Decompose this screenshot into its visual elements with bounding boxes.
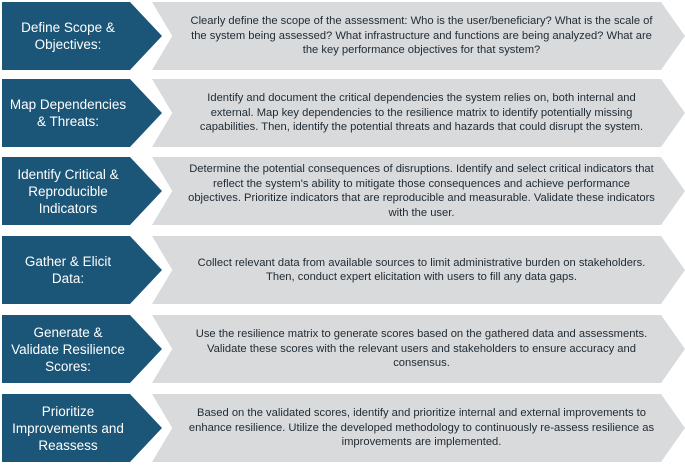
step-label: Map Dependencies & Threats: [9,97,127,129]
step-description-box: Identify and document the critical depen… [152,79,685,147]
step-description-box: Clearly define the scope of the assessme… [152,2,685,70]
process-step-4: Collect relevant data from available sou… [0,236,685,304]
process-step-2: Identify and document the critical depen… [0,79,685,147]
process-step-5: Use the resilience matrix to generate sc… [0,315,685,383]
step-chevron: Map Dependencies & Threats: [2,79,162,147]
step-chevron: Gather & Elicit Data: [2,236,162,304]
step-label: Gather & Elicit Data: [24,254,112,286]
step-description: Identify and document the critical depen… [199,92,644,134]
step-description-box: Use the resilience matrix to generate sc… [152,315,685,383]
step-description-box: Collect relevant data from available sou… [152,236,685,304]
step-description: Clearly define the scope of the assessme… [190,15,653,57]
step-description: Collect relevant data from available sou… [197,256,646,284]
step-label: Generate & Validate Resilience Scores: [11,324,125,374]
process-step-1: Clearly define the scope of the assessme… [0,2,685,70]
step-description: Determine the potential consequences of … [188,163,655,219]
step-label: Define Scope & Objectives: [21,20,115,52]
step-chevron: Generate & Validate Resilience Scores: [2,315,162,383]
process-step-3: Determine the potential consequences of … [0,157,685,225]
step-chevron: Identify Critical & Reproducible Indicat… [2,157,162,225]
step-chevron: Prioritize Improvements and Reassess [2,394,162,462]
process-step-6: Based on the validated scores, identify … [0,394,685,462]
step-label: Prioritize Improvements and Reassess [12,403,124,453]
step-chevron: Define Scope & Objectives: [2,2,162,70]
step-label: Identify Critical & Reproducible Indicat… [17,166,119,216]
step-description: Based on the validated scores, identify … [188,407,655,449]
step-description-box: Determine the potential consequences of … [152,157,685,225]
step-description: Use the resilience matrix to generate sc… [195,328,648,370]
step-description-box: Based on the validated scores, identify … [152,394,685,462]
